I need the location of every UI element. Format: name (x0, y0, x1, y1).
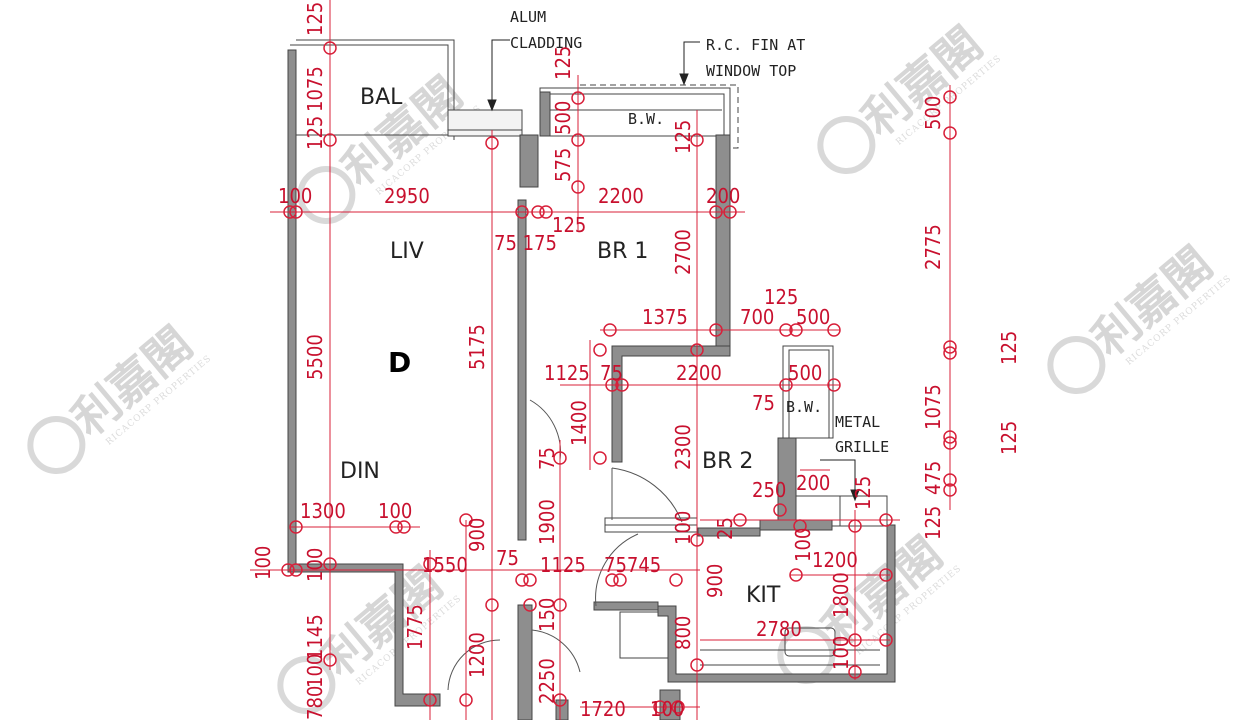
dim-100-b: 100 (378, 499, 412, 523)
note-alum-2: CLADDING (510, 34, 582, 52)
dim-150: 150 (535, 598, 559, 632)
note-rc-1: R.C. FIN AT (706, 36, 805, 54)
dim-100-ll: 100 (251, 546, 275, 580)
dim-125-g: 125 (851, 476, 875, 510)
dim-125-top-v: 125 (303, 2, 327, 36)
dim-r125a: 125 (997, 331, 1021, 365)
dim-r1075: 1075 (921, 384, 945, 430)
dim-100-bl: 100 (303, 654, 327, 688)
dim-1125-a: 1125 (544, 361, 590, 385)
dim-125-575: 125 (551, 46, 575, 80)
room-label-din: DIN (340, 459, 380, 484)
dim-1125-b: 1125 (540, 553, 586, 577)
dim-125-r: 125 (671, 120, 695, 154)
dim-75-b: 75 (496, 546, 519, 570)
dim-125-left2: 125 (303, 116, 327, 150)
dim-r2775: 2775 (921, 224, 945, 270)
dim-1775: 1775 (403, 604, 427, 650)
watermark-3: 利嘉閣 RICACORP PROPERTIES (817, 16, 1004, 174)
dim-r125c: 125 (921, 506, 945, 540)
dim-100-left: 100 (278, 184, 312, 208)
dimension-texts-horizontal: 100 2950 2200 200 125 75 175 125 1375 70… (278, 184, 858, 720)
dim-2250: 2250 (535, 658, 559, 704)
dim-900-k: 900 (703, 564, 727, 598)
watermarks: 利嘉閣 RICACORP PROPERTIES 利嘉閣 RICACORP PRO… (27, 16, 1234, 714)
dim-2300: 2300 (671, 424, 695, 470)
dim-100-kb: 100 (829, 636, 853, 670)
dim-800: 800 (671, 616, 695, 650)
note-arrows (487, 39, 860, 502)
dim-500-v: 500 (551, 101, 575, 135)
dim-2780: 2780 (756, 617, 802, 641)
dim-1900: 1900 (535, 499, 559, 545)
dim-100-k: 100 (791, 528, 815, 562)
watermark-1: 利嘉閣 RICACORP PROPERTIES (27, 316, 214, 474)
note-alum-1: ALUM (510, 8, 546, 26)
dim-1720: 1720 (580, 697, 626, 720)
dim-1375: 1375 (642, 305, 688, 329)
dim-r500: 500 (921, 96, 945, 130)
dim-2950: 2950 (384, 184, 430, 208)
dim-200-b: 200 (796, 471, 830, 495)
dim-125-mid: 125 (764, 285, 798, 309)
dim-780: 780 (303, 686, 327, 720)
dim-5175: 5175 (465, 324, 489, 370)
note-bw-1: B.W. (628, 110, 664, 128)
dim-1300: 1300 (300, 499, 346, 523)
dim-1075-left: 1075 (303, 66, 327, 112)
dim-250: 250 (752, 478, 786, 502)
dim-500-mid: 500 (796, 305, 830, 329)
dim-5500: 5500 (303, 334, 327, 380)
dim-500-right: 500 (788, 361, 822, 385)
dim-2200-mid: 2200 (676, 361, 722, 385)
dim-2700: 2700 (671, 229, 695, 275)
dim-200-top: 200 (706, 184, 740, 208)
dim-75-175: 75 175 (494, 231, 557, 255)
dim-25: 25 (713, 517, 737, 540)
room-label-liv: LIV (390, 239, 424, 264)
dim-2200-top: 2200 (598, 184, 644, 208)
dim-75-a: 75 (600, 361, 623, 385)
dim-1800: 1800 (829, 572, 853, 618)
note-metal-2: GRILLE (835, 438, 889, 456)
note-metal-1: METAL (835, 413, 880, 431)
room-label-bal: BAL (360, 85, 403, 110)
watermark-4: 利嘉閣 RICACORP PROPERTIES (1047, 236, 1234, 394)
dim-1200-b: 1200 (465, 632, 489, 678)
room-label-br1: BR 1 (597, 239, 648, 264)
dim-1145: 1145 (303, 614, 327, 660)
dim-75745: 75745 (604, 553, 661, 577)
dim-100-bt: 100 (650, 697, 684, 720)
unit-label: D (388, 346, 411, 379)
dimension-texts-vertical: 125 1075 125 5500 5175 125 500 575 125 2… (251, 2, 1021, 720)
dim-100-lv: 100 (303, 548, 327, 582)
dim-1550: 1550 (422, 553, 468, 577)
room-label-br2: BR 2 (702, 449, 753, 474)
walls (287, 49, 896, 720)
door-swings (447, 399, 683, 691)
dim-1200-k: 1200 (812, 548, 858, 572)
dim-100-mid: 100 (671, 511, 695, 545)
note-rc-2: WINDOW TOP (706, 62, 796, 80)
dim-125-top: 125 (552, 213, 586, 237)
outline-lines (290, 39, 888, 666)
dimension-ticks (281, 41, 957, 714)
dim-75-v: 75 (535, 447, 559, 470)
dim-900-l: 900 (465, 518, 489, 552)
dim-r475: 475 (921, 461, 945, 495)
dim-75-bw: 75 (752, 391, 775, 415)
dim-575: 575 (551, 148, 575, 182)
note-bw-2: B.W. (786, 398, 822, 416)
room-label-kit: KIT (746, 583, 781, 608)
dim-1400: 1400 (567, 400, 591, 446)
dim-700: 700 (740, 305, 774, 329)
dim-r125b: 125 (997, 421, 1021, 455)
